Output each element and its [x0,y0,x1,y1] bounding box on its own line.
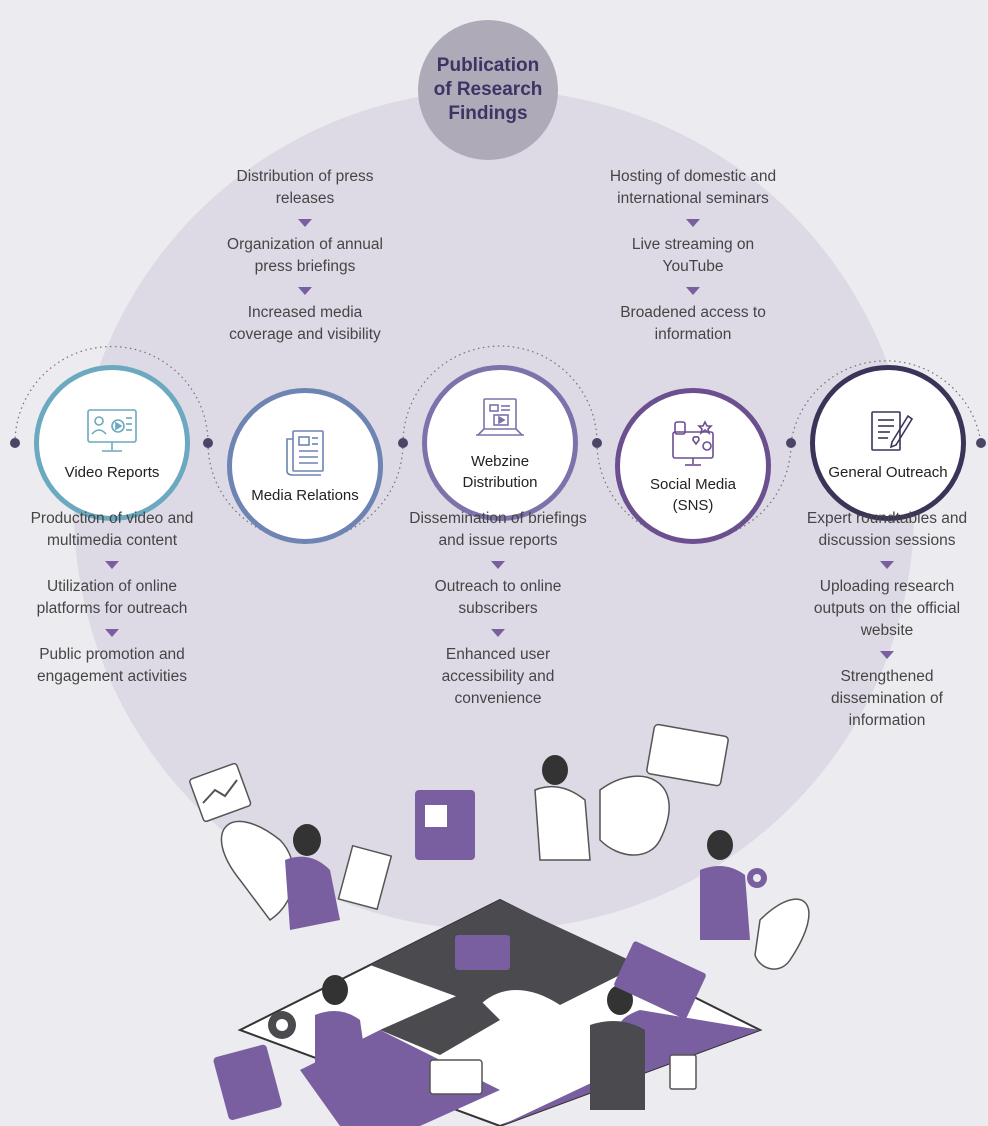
down-arrow-icon [105,629,119,637]
step-text: Live streaming on YouTube [631,236,755,275]
social-media-icon [672,420,714,466]
step-text: Hosting of domestic and international se… [609,168,777,207]
step-text: Increased media coverage and visibility [229,304,381,343]
video-monitor-icon [87,408,137,452]
step-text: Outreach to online subscribers [434,578,562,617]
down-arrow-icon [105,561,119,569]
step-text: Uploading research outputs on the offici… [813,578,961,639]
steps-video-reports: Production of video and multimedia conte… [22,508,202,688]
document-pen-icon [871,410,914,451]
node-label: Media Relations [251,486,359,504]
hub-title: Publication of Research Findings [433,55,543,124]
down-arrow-icon [298,219,312,227]
steps-webzine-distribution: Dissemination of briefings and issue rep… [408,508,588,710]
step-text: Enhanced user accessibility and convenie… [441,646,555,707]
down-arrow-icon [298,287,312,295]
connector-dots [10,438,986,448]
node-label: Video Reports [64,463,160,481]
node-media-relations: Media Relations [227,388,383,544]
step-text: Dissemination of briefings and issue rep… [409,510,587,549]
down-arrow-icon [880,561,894,569]
dotted-connector [14,345,982,542]
laptop-webzine-icon [476,398,524,436]
puzzle-illustration [189,723,810,1126]
node-social-media: Social Media (SNS) [615,388,771,544]
down-arrow-icon [686,219,700,227]
step-text: Utilization of online platforms for outr… [36,578,188,617]
down-arrow-icon [491,629,505,637]
down-arrow-icon [880,651,894,659]
node-label: General Outreach [828,463,948,481]
node-general-outreach: General Outreach [810,365,966,521]
node-label: Webzine Distribution [462,453,538,491]
node-video-reports: Video Reports [34,365,190,521]
newspaper-icon [286,429,324,476]
hub-circle: Publication of Research Findings [418,20,558,160]
steps-social-media: Hosting of domestic and international se… [603,166,783,346]
step-text: Broadened access to information [620,304,766,343]
down-arrow-icon [491,561,505,569]
steps-media-relations: Distribution of press releases Organizat… [215,166,395,346]
step-text: Public promotion and engagement activiti… [37,646,187,685]
down-arrow-icon [686,287,700,295]
step-text: Distribution of press releases [236,168,374,207]
node-webzine-distribution: Webzine Distribution [422,365,578,521]
node-label: Social Media (SNS) [650,476,736,514]
step-text: Strengthened dissemination of informatio… [830,668,943,729]
step-text: Production of video and multimedia conte… [30,510,194,549]
step-text: Expert roundtables and discussion sessio… [806,510,968,549]
step-text: Organization of annual press briefings [227,236,383,275]
steps-general-outreach: Expert roundtables and discussion sessio… [797,508,977,732]
